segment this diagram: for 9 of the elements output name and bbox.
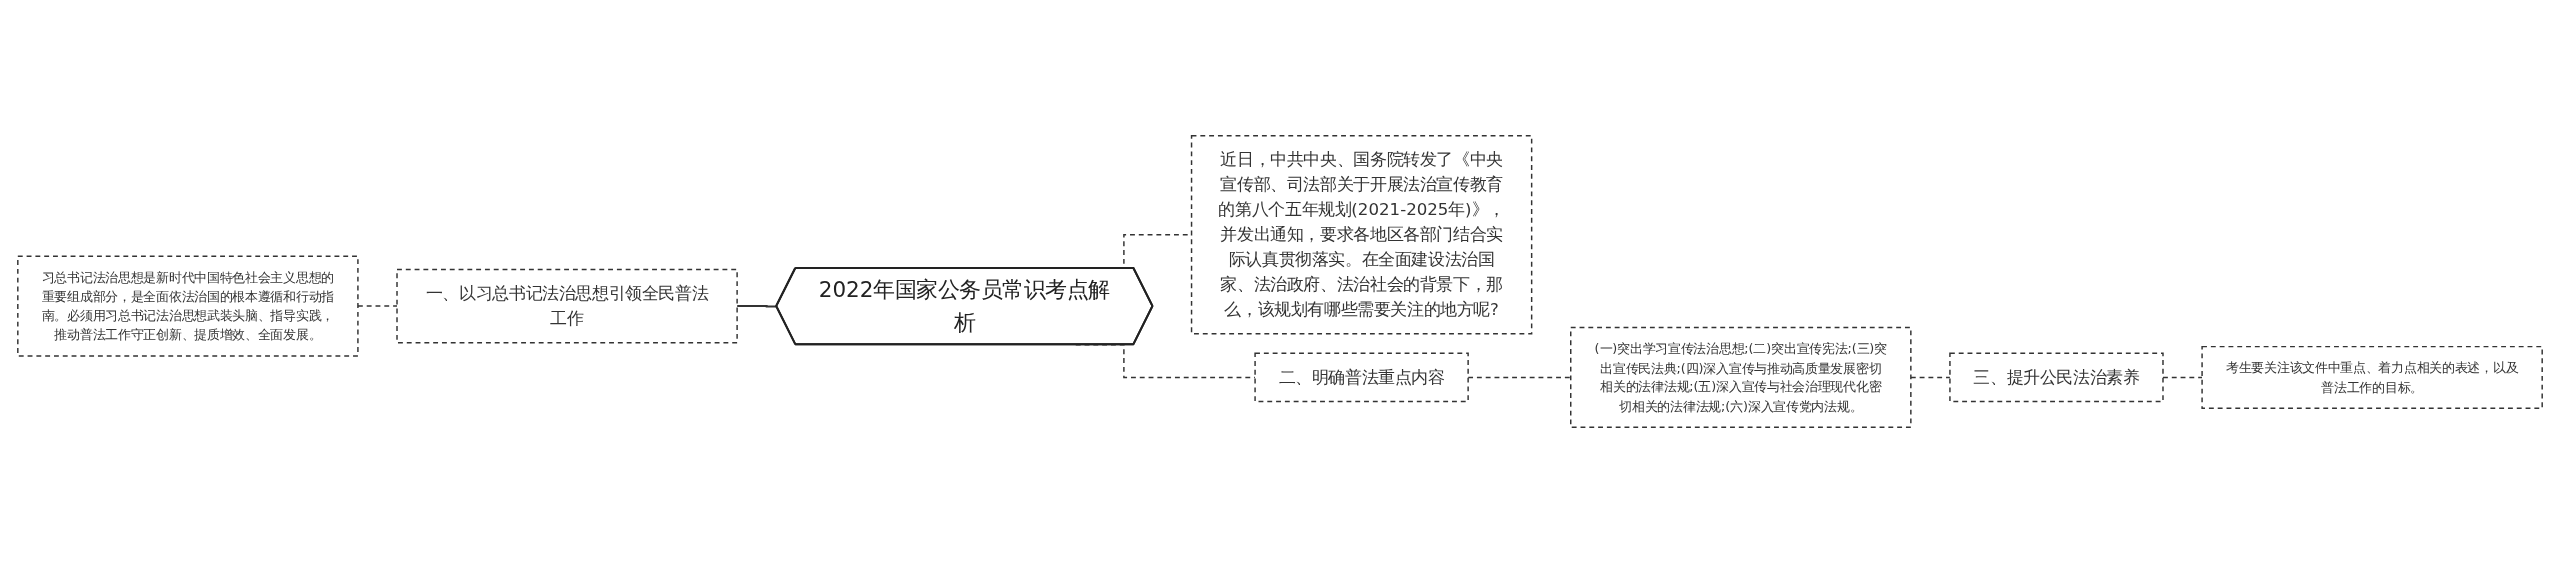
node-box: 二、明确普法重点内容 xyxy=(1254,352,1469,403)
connector xyxy=(357,305,398,307)
node-box: (一)突出学习宣传法治思想;(二)突出宣传宪法;(三)突出宣传民法典;(四)深入宣传与推动高质量发展密切相关的法律法规;(五)深入宣传与社会治理现代化密切相关的法律法规;(六)深入宣传党内法规。 xyxy=(1570,326,1912,428)
node-box: 一、以习总书记法治思想引领全民普法工作 xyxy=(396,268,738,344)
node-box: 近日，中共中央、国务院转发了《中央宣传部、司法部关于开展法治宣传教育的第八个五年规划(2021-2025年)》，并发出通知，要求各地区各部门结合实际认真贯彻落实。在全面建设法治国家、法治政府、法治社会的背景下，那么，该规划有哪些需要关注的地方呢? xyxy=(1190,135,1533,335)
node-box: 习总书记法治思想是新时代中国特色社会主义思想的重要组成部分，是全面依法治国的根本遵循和行动指南。必须用习总书记法治思想武装头脑、指导实践，推动普法工作守正创新、提质增效、全面发展。 xyxy=(17,255,359,357)
node-box: 三、提升公民法治素养 xyxy=(1949,352,2164,403)
node-box: 考生要关注该文件中重点、着力点相关的表述，以及普法工作的目标。 xyxy=(2201,345,2543,409)
connector xyxy=(2162,376,2203,379)
